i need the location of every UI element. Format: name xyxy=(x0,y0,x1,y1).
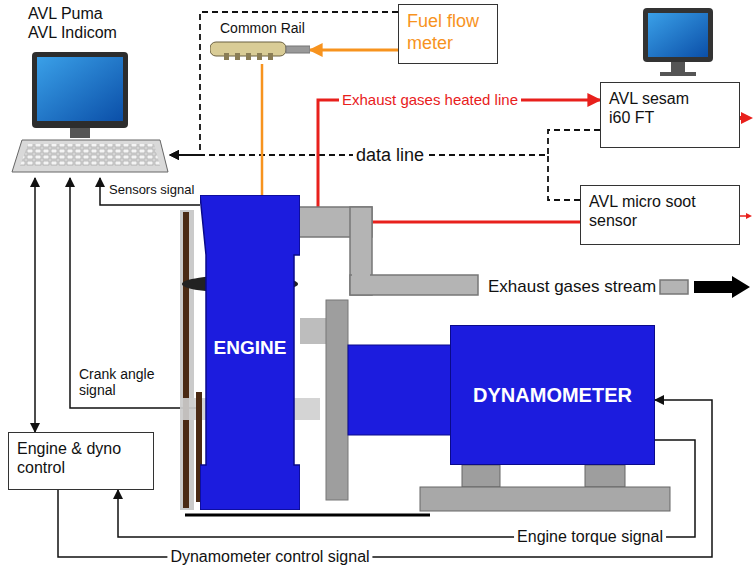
connector xyxy=(100,178,200,205)
dyno-foot xyxy=(462,465,500,487)
connector xyxy=(300,100,600,215)
node-label: DYNAMOMETER xyxy=(451,383,654,407)
node-label: Common Rail xyxy=(210,20,310,37)
signal-label: Exhaust gases heated line xyxy=(339,91,521,108)
connector xyxy=(170,12,398,155)
node-label: Engine & dyno control xyxy=(17,439,145,477)
soot-out-arrow xyxy=(746,213,752,219)
connector xyxy=(310,49,398,52)
node-label: Fuel flow meter xyxy=(407,11,489,54)
dyno-foot xyxy=(585,465,625,487)
dyno-shaft xyxy=(348,345,452,435)
flywheel xyxy=(326,300,348,500)
node-label: AVL Puma AVL Indicom xyxy=(10,4,128,42)
common-rail: Common Rail xyxy=(210,20,310,64)
exhaust-out-arrow xyxy=(741,112,753,124)
signal-label: Crank angle signal xyxy=(76,366,174,398)
fuel-flow-meter-box: Fuel flow meter xyxy=(398,4,498,64)
connector xyxy=(261,64,264,195)
control-box: Engine & dyno control xyxy=(8,432,154,490)
signal-label: data line xyxy=(353,145,427,166)
computer-node: AVL Puma AVL Indicom xyxy=(10,4,170,178)
engine-block: ENGINE xyxy=(200,195,300,510)
analyzer-box: AVL sesam i60 FT xyxy=(600,82,740,148)
coupling xyxy=(300,318,328,344)
exhaust-stream-arrow xyxy=(694,276,750,298)
signal-label: Engine torque signal xyxy=(514,528,666,546)
signal-label: Sensors signal xyxy=(106,183,197,198)
node-label: AVL micro soot sensor xyxy=(589,192,714,230)
monitor-icon xyxy=(643,8,713,76)
dyno-base xyxy=(420,487,670,511)
node-label: AVL sesam i60 FT xyxy=(609,89,714,127)
node-label: ENGINE xyxy=(200,337,300,360)
stream-label: Exhaust gases stream xyxy=(485,277,659,297)
soot-sensor-box: AVL micro soot sensor xyxy=(580,185,740,245)
ground-line xyxy=(185,514,430,517)
signal-label: Dynamometer control signal xyxy=(167,548,372,566)
connector xyxy=(34,178,36,432)
dynamometer-box: DYNAMOMETER xyxy=(450,325,655,465)
